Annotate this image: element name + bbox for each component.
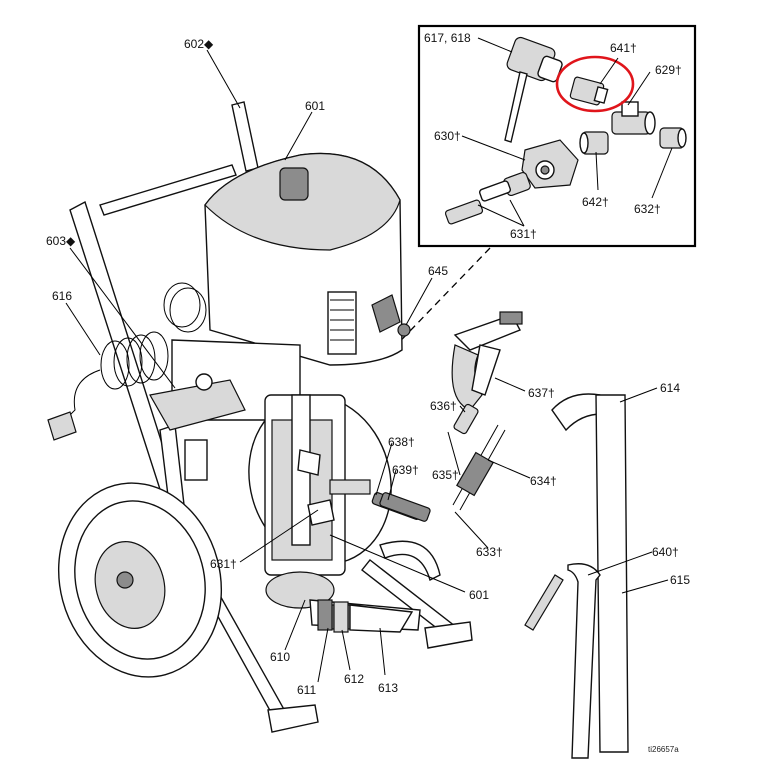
callout-616: 616 bbox=[52, 289, 72, 303]
motor-assembly bbox=[204, 152, 411, 366]
whip-hose bbox=[452, 424, 506, 511]
callout-633: 633† bbox=[476, 545, 503, 559]
leader-lines bbox=[65, 49, 669, 683]
callout-603: 603◆ bbox=[46, 234, 76, 248]
tee-part-629 bbox=[611, 101, 656, 135]
callout-645: 645 bbox=[428, 264, 448, 278]
callout-639: 639† bbox=[392, 463, 419, 477]
callout-638: 638† bbox=[388, 435, 415, 449]
fitting-part-631-inset bbox=[444, 171, 531, 225]
callout-629: 629† bbox=[655, 63, 682, 77]
callout-610: 610 bbox=[270, 650, 290, 664]
callout-642: 642† bbox=[582, 195, 609, 209]
callout-613: 613 bbox=[378, 681, 398, 695]
drawing-id: ti26657a bbox=[648, 745, 679, 754]
callout-637: 637† bbox=[528, 386, 555, 400]
swivel-part-617-618 bbox=[506, 36, 563, 83]
callout-601-bottom: 601 bbox=[469, 588, 489, 602]
callout-630: 630† bbox=[434, 129, 461, 143]
callout-632: 632† bbox=[634, 202, 661, 216]
callout-602: 602◆ bbox=[184, 37, 214, 51]
part-636 bbox=[453, 403, 479, 435]
spray-gun bbox=[451, 311, 523, 411]
nipple-part-642 bbox=[579, 131, 609, 155]
fitting-part-641 bbox=[569, 76, 609, 106]
valve-part-630 bbox=[521, 139, 579, 189]
power-cord bbox=[47, 282, 207, 441]
highlight-circle bbox=[555, 55, 635, 113]
detail-inset bbox=[417, 24, 697, 248]
suction-tube bbox=[524, 393, 629, 759]
callout-640: 640† bbox=[652, 545, 679, 559]
fitting-part-632 bbox=[659, 127, 687, 149]
callout-635: 635† bbox=[432, 468, 459, 482]
callout-636: 636† bbox=[430, 399, 457, 413]
callout-631-inset: 631† bbox=[510, 227, 537, 241]
intake-assembly bbox=[317, 599, 414, 633]
callout-615: 615 bbox=[670, 573, 690, 587]
callout-614: 614 bbox=[660, 381, 680, 395]
wheel-left bbox=[57, 482, 223, 678]
callout-617-618: 617, 618 bbox=[424, 31, 471, 45]
callout-631-main: 631† bbox=[210, 557, 237, 571]
part-633 bbox=[379, 492, 431, 522]
callout-612: 612 bbox=[344, 672, 364, 686]
callout-634: 634† bbox=[530, 474, 557, 488]
inset-connector-dashed bbox=[381, 247, 491, 361]
callout-611: 611 bbox=[297, 683, 316, 697]
callout-601-top: 601 bbox=[305, 99, 325, 113]
callout-641: 641† bbox=[610, 41, 637, 55]
